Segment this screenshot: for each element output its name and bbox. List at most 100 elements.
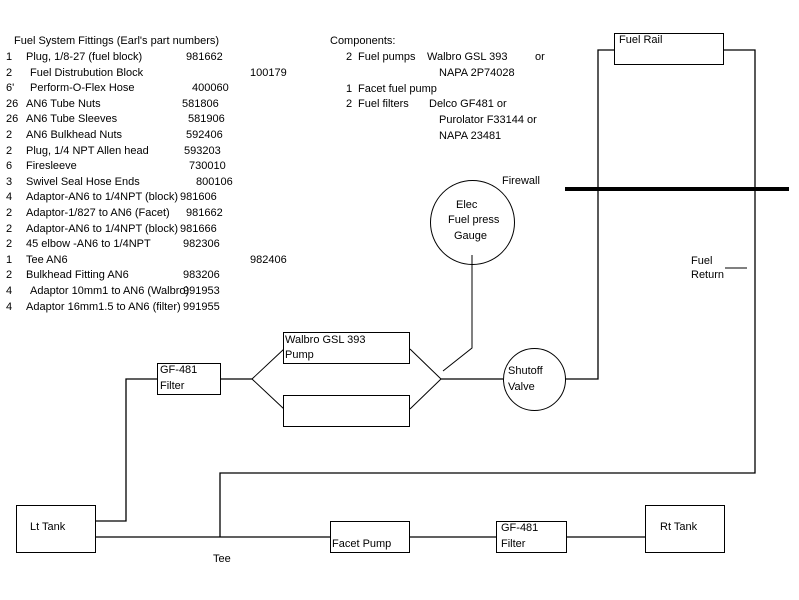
part-number: 730010 [189,160,226,173]
part-qty: 1 [6,51,13,63]
part-description: AN6 Bulkhead Nuts [26,129,122,141]
lower-filter-box: GF-481 Filter [496,521,567,553]
walbro-pump-box: Walbro GSL 393 Pump [283,332,410,364]
parts-list-title: Fuel System Fittings (Earl's part number… [14,35,220,47]
part-number: 593203 [184,144,221,157]
part-description: Adaptor 16mm1.5 to AN6 (filter) [26,300,181,313]
part-number: 982306 [183,238,220,251]
fuel-return-label-1: Fuel [691,255,713,267]
part-qty: 6 [6,160,13,173]
component-option: Delco GF481 or [429,98,507,110]
component-qty: 2 [346,98,353,110]
part-qty: 2 [6,129,13,141]
fuel-rail-label: Fuel Rail [619,34,663,46]
walbro-pump-label-2: Pump [285,349,314,361]
part-qty: 2 [6,269,13,282]
part-number: 581806 [182,97,219,110]
part-description: Plug, 1/8-27 (fuel block) [26,51,143,63]
part-description: Adaptor 10mm1 to AN6 (Walbro) [30,285,190,297]
part-number: 100179 [250,66,287,79]
rt-tank-box: Rt Tank [645,505,725,553]
part-number: 981662 [186,207,223,219]
rail-feed-line [565,49,614,380]
component-name: Facet fuel pump [358,83,437,95]
component-qty: 1 [346,83,353,95]
fuel-return-label-2: Return [691,269,725,281]
part-description: Fuel Distrubution Block [30,66,144,79]
part-qty: 2 [6,222,13,235]
lt-tank-to-filter [95,378,157,522]
component-option: Walbro GSL 393 [427,51,508,63]
shutoff-label-1: Shutoff [508,365,543,377]
part-description: Plug, 1/4 NPT Allen head [26,144,149,157]
shutoff-valve [503,348,566,411]
part-number: 800106 [196,175,233,188]
part-number: 400060 [192,82,229,95]
components-title: Components: [330,35,396,47]
part-qty: 1 [6,253,13,266]
walbro-pump-label-1: Walbro GSL 393 [285,334,366,346]
component-option: NAPA 23481 [439,130,502,142]
part-qty: 6' [6,82,15,95]
part-qty: 2 [6,144,13,157]
part-qty: 2 [6,238,13,251]
part-number: 581906 [188,113,225,126]
upper-filter-label-2: Filter [160,380,185,392]
component-or: or [535,51,545,63]
part-number: 991955 [183,300,220,313]
part-qty: 2 [6,66,13,79]
part-qty: 4 [6,191,13,204]
part-qty: 2 [6,207,13,219]
part-qty: 4 [6,285,13,297]
part-number: 982406 [250,253,287,266]
fuel-rail-box: Fuel Rail [614,33,724,65]
part-description: Tee AN6 [26,253,68,266]
inlet-split [251,348,285,410]
gauge-label-3: Gauge [454,230,488,242]
component-name: Fuel filters [358,98,409,110]
component-qty: 2 [346,51,353,63]
part-qty: 4 [6,300,13,313]
pressure-gauge [430,180,515,265]
part-description: AN6 Tube Sleeves [26,113,118,126]
upper-filter-label-1: GF-481 [160,364,198,376]
part-description: 45 elbow -AN6 to 1/4NPT [26,238,151,251]
component-option: Purolator F33144 or [439,114,537,126]
lower-filter-label-2: Filter [501,538,526,550]
lt-tank-label: Lt Tank [30,521,66,533]
tee-label: Tee [213,553,231,565]
upper-filter-box: GF-481 Filter [157,363,221,395]
part-qty: 26 [6,113,19,126]
firewall-label: Firewall [502,175,540,187]
part-qty: 3 [6,175,13,188]
part-description: Adaptor-AN6 to 1/4NPT (block) [26,191,179,204]
part-number: 981606 [180,191,217,204]
facet-pump-box: Facet Pump [330,521,410,553]
component-option: NAPA 2P74028 [439,67,515,79]
part-description: Bulkhead Fitting AN6 [26,269,129,282]
gauge-label-2: Fuel press [448,214,500,226]
part-description: Perform-O-Flex Hose [30,82,135,95]
part-number: 981666 [180,222,217,235]
part-description: Adaptor-AN6 to 1/4NPT (block) [26,222,179,235]
second-pump-box [283,395,410,427]
part-description: Swivel Seal Hose Ends [26,175,140,188]
part-description: Adaptor-1/827 to AN6 (Facet) [26,207,170,219]
component-name: Fuel pumps [358,51,416,63]
lower-filter-label-1: GF-481 [501,522,539,534]
gauge-line [442,255,473,372]
shutoff-label-2: Valve [508,381,535,393]
return-line [219,49,756,537]
part-number: 983206 [183,269,220,282]
part-qty: 26 [6,97,19,110]
part-number: 592406 [186,129,223,141]
outlet-merge [409,348,442,410]
rt-tank-label: Rt Tank [660,521,698,533]
lt-tank-box: Lt Tank [16,505,96,553]
facet-pump-label: Facet Pump [332,538,392,550]
gauge-label-1: Elec [456,199,478,211]
part-description: AN6 Tube Nuts [26,97,101,110]
part-number: 981662 [186,51,223,63]
part-description: Firesleeve [26,160,77,173]
part-number: 991953 [183,285,220,297]
